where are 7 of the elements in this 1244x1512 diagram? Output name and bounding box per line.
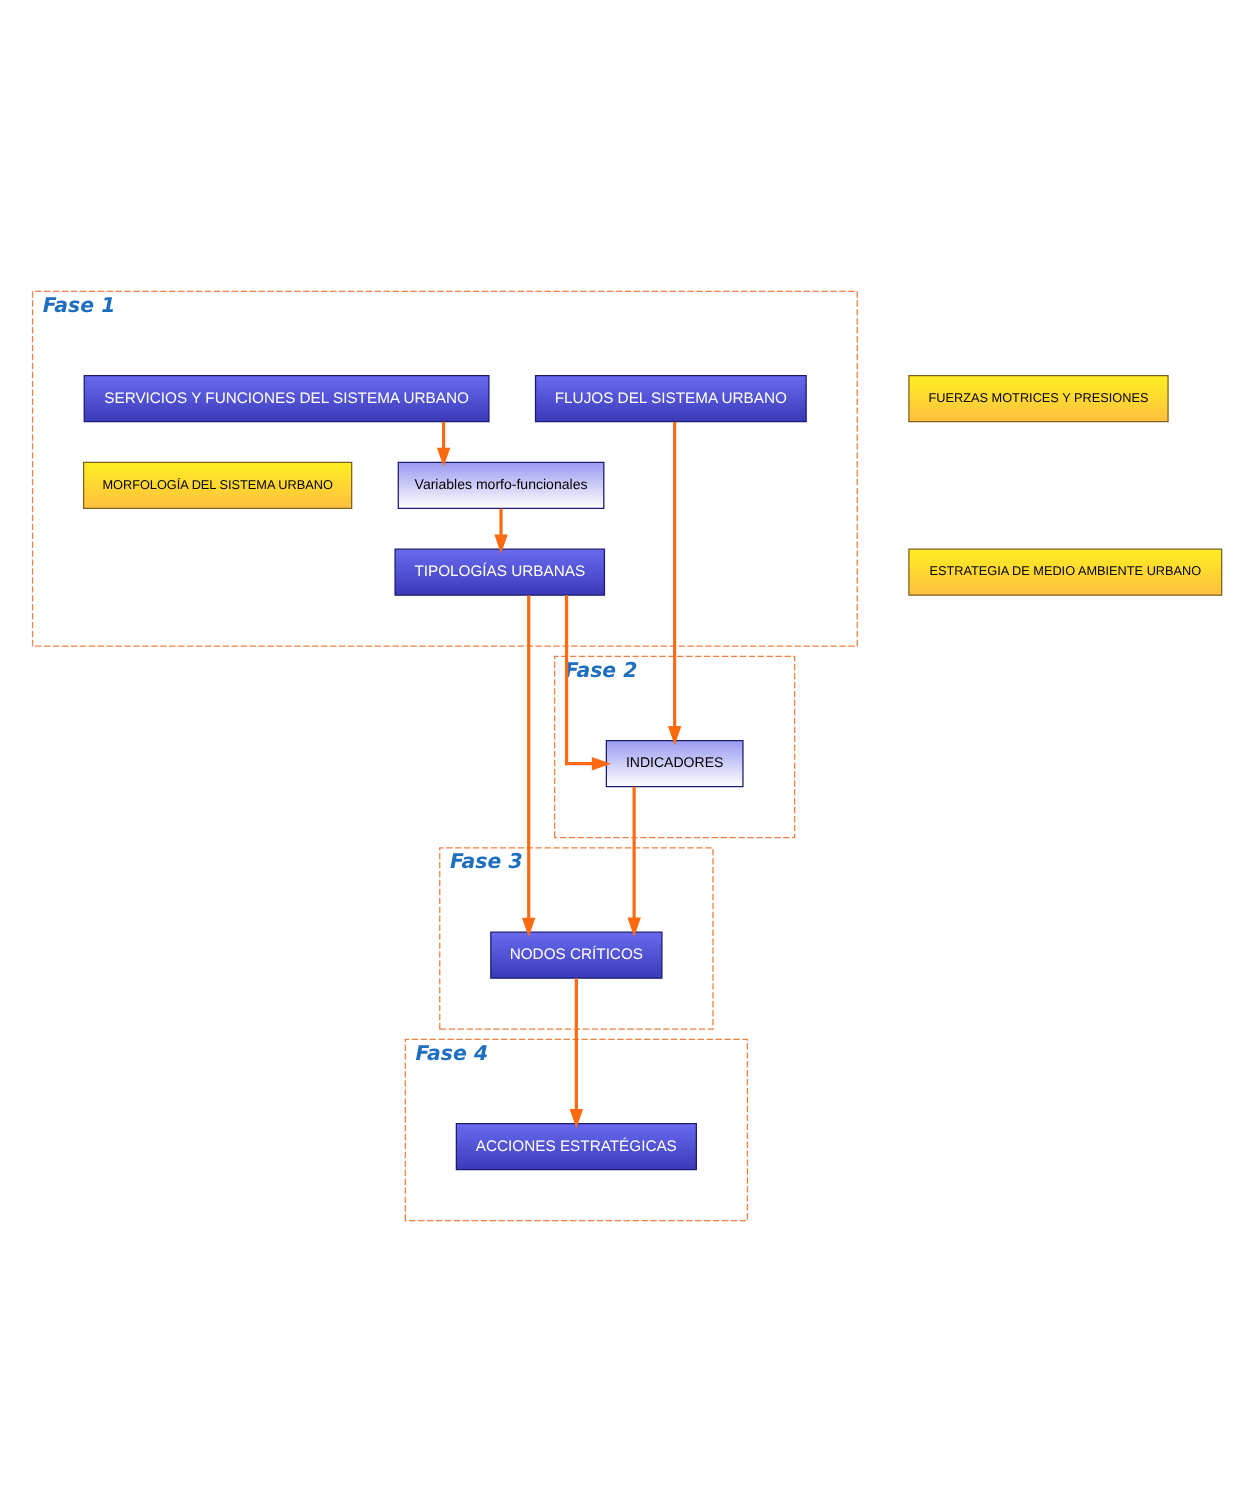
arrow xyxy=(522,595,536,937)
arrow xyxy=(627,786,641,937)
arrow xyxy=(569,978,584,1129)
arrow xyxy=(436,421,451,467)
arrow xyxy=(667,421,682,746)
arrow xyxy=(494,508,508,554)
arrow xyxy=(564,595,612,771)
